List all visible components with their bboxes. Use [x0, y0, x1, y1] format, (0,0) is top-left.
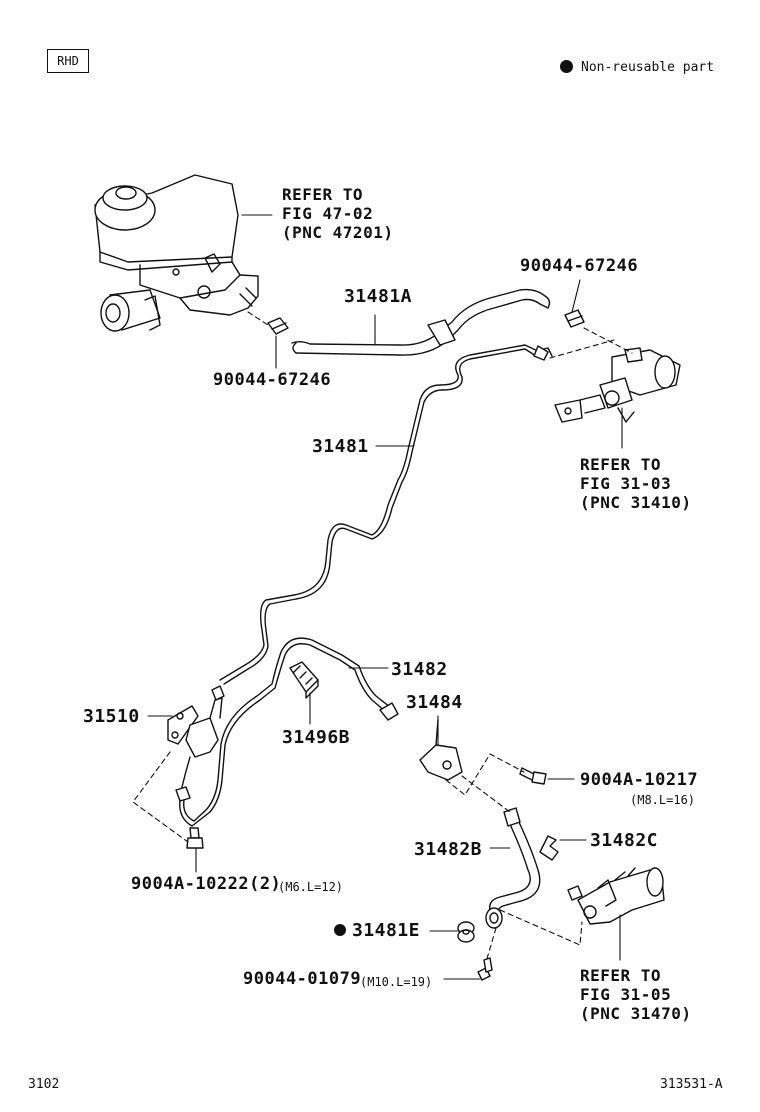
tube-31482[interactable]	[179, 637, 399, 827]
rhd-badge: RHD	[47, 49, 89, 73]
refer-line: REFER TO	[580, 966, 662, 985]
label-bolt-01079-spec: (M10.L=19)	[360, 975, 433, 989]
non-reusable-dot-icon	[560, 60, 573, 73]
label-gasket-31481e[interactable]: 31481E	[334, 921, 420, 940]
refer-line: (PNC 47201)	[282, 223, 394, 242]
brake-master-cylinder[interactable]	[94, 174, 259, 332]
refer-release-cylinder[interactable]: REFER TO FIG 31-05 (PNC 31470)	[580, 966, 691, 1023]
refer-line: REFER TO	[282, 185, 364, 204]
tube-31481[interactable]	[219, 344, 549, 685]
label-clamp-31496b[interactable]: 31496B	[282, 727, 351, 748]
non-reusable-dot-icon	[334, 924, 346, 936]
refer-line: FIG 47-02	[282, 204, 374, 223]
refer-line: FIG 31-03	[580, 474, 672, 493]
clutch-master-cylinder[interactable]	[539, 347, 681, 423]
label-bolt-10217-spec: (M8.L=16)	[630, 793, 696, 807]
damper-31510[interactable]	[167, 685, 225, 802]
release-cylinder[interactable]	[567, 867, 665, 925]
bracket-31484[interactable]	[419, 719, 463, 781]
refer-master-cylinder[interactable]: REFER TO FIG 47-02 (PNC 47201)	[282, 185, 393, 242]
hose-31482b[interactable]	[485, 807, 541, 929]
label-clip-31482c[interactable]: 31482C	[590, 830, 659, 851]
label-hose-31481a[interactable]: 31481A	[344, 286, 413, 307]
label-clip-top[interactable]: 90044-67246	[520, 256, 639, 276]
bolt-9004a-10222[interactable]	[186, 827, 204, 849]
footer-figure-number: 3102	[28, 1077, 60, 1092]
label-bolt-10217[interactable]: 9004A-10217	[580, 770, 699, 790]
label-bolt-01079[interactable]: 90044-01079	[243, 969, 362, 989]
label-tube-31481[interactable]: 31481	[312, 436, 369, 457]
refer-line: REFER TO	[580, 455, 662, 474]
legend: Non-reusable part	[560, 60, 714, 75]
refer-clutch-master[interactable]: REFER TO FIG 31-03 (PNC 31410)	[580, 455, 691, 512]
label-bolt-10222-spec: (M6.L=12)	[278, 880, 344, 894]
hose-31481a[interactable]	[291, 288, 551, 356]
leader-lines	[147, 214, 623, 980]
refer-line: (PNC 31410)	[580, 493, 692, 512]
refer-line: FIG 31-05	[580, 985, 672, 1004]
clip-31482c[interactable]	[539, 835, 559, 861]
clip-90044-67246-left[interactable]	[267, 317, 289, 335]
label-damper-31510[interactable]: 31510	[83, 706, 140, 727]
label-bolt-10222[interactable]: 9004A-10222(2)	[131, 874, 282, 894]
label-hose-31482b[interactable]: 31482B	[414, 839, 483, 860]
footer-illustration-id: 313531-A	[660, 1077, 723, 1092]
refer-line: (PNC 31470)	[580, 1004, 692, 1023]
label-clip-left[interactable]: 90044-67246	[213, 370, 332, 390]
clip-90044-67246-top[interactable]	[564, 309, 585, 328]
label-tube-31482[interactable]: 31482	[391, 659, 448, 680]
dashed-assembly-lines	[132, 311, 633, 963]
label-gasket-31481e-text: 31481E	[352, 920, 421, 941]
bolt-90044-01079[interactable]	[477, 957, 493, 981]
legend-text: Non-reusable part	[581, 60, 715, 75]
label-bracket-31484[interactable]: 31484	[406, 692, 463, 713]
bolt-9004a-10217[interactable]	[519, 767, 547, 785]
gasket-31481e[interactable]	[457, 921, 475, 943]
clamp-31496b[interactable]	[289, 661, 319, 699]
